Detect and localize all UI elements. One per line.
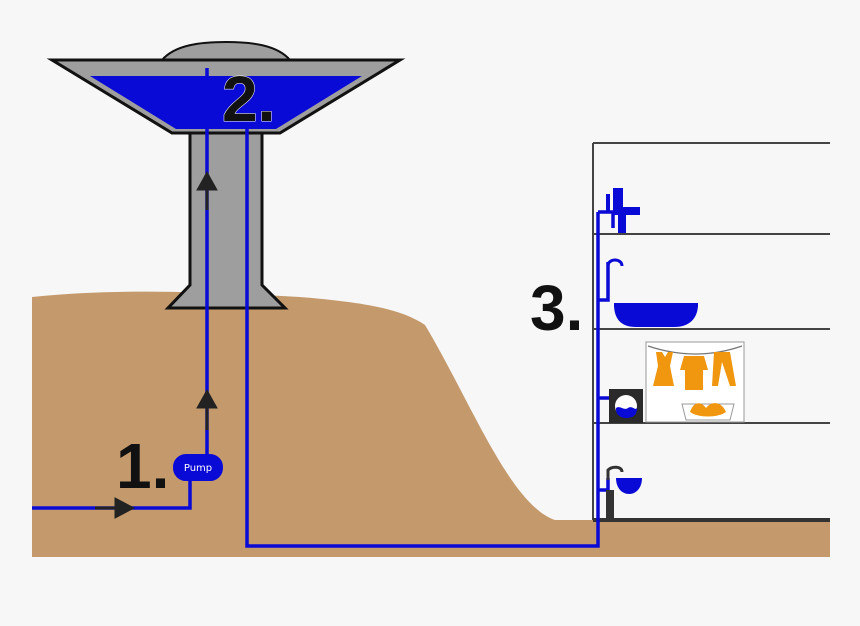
step-3-label: 3. (530, 272, 583, 344)
distribution-pipe (245, 122, 600, 548)
flow-arrows (95, 170, 218, 519)
laundry-icon (645, 341, 745, 423)
sink-branch-pipe (598, 210, 615, 228)
washing-machine-icon (609, 389, 643, 423)
intake-pipe (32, 478, 192, 510)
bathtub-icon (606, 258, 698, 327)
step-2-label: 2. (222, 63, 275, 135)
water-pipes (32, 68, 615, 548)
water-tower-dome (159, 40, 293, 61)
flow-arrow-icon (196, 170, 218, 210)
tap-icon (606, 465, 642, 518)
sink-icon (598, 188, 640, 233)
flow-arrow-icon (196, 388, 218, 430)
ground (32, 291, 830, 557)
step-1-label: 1. (116, 430, 169, 502)
pump-icon: Pump (173, 454, 223, 481)
house (592, 142, 830, 520)
tower-water (90, 76, 362, 129)
flow-arrow-icon (95, 497, 136, 519)
pump-label: Pump (184, 463, 212, 474)
water-tower-column (164, 131, 289, 310)
